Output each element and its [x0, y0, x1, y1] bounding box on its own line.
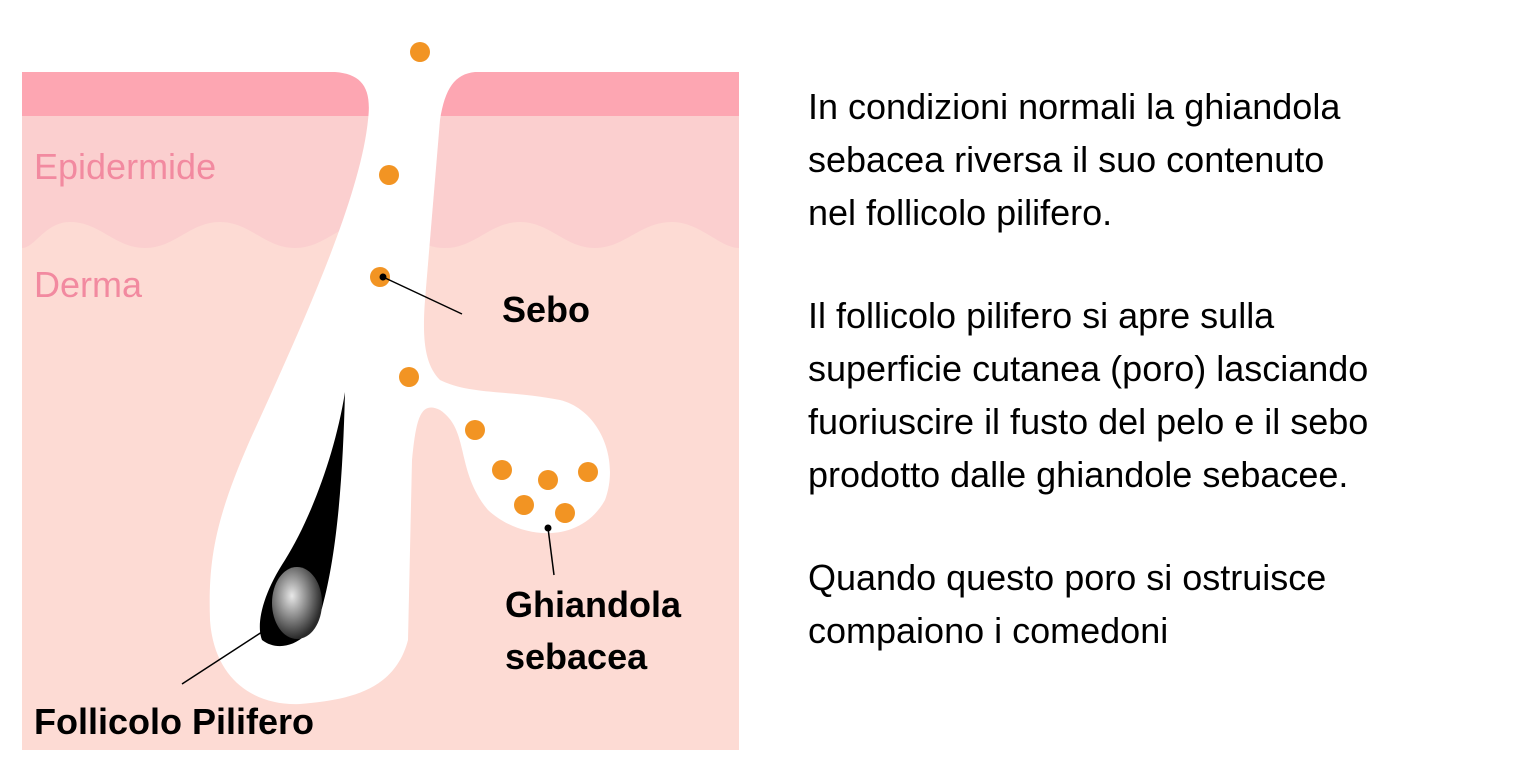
text-line: nel follicolo pilifero.	[808, 192, 1113, 233]
text-line: In condizioni normali la ghiandola	[808, 86, 1341, 127]
sebum-dot	[379, 165, 399, 185]
paragraph-comedones: Quando questo poro si ostruisce compaion…	[808, 551, 1508, 657]
text-line: compaiono i comedoni	[808, 610, 1169, 651]
sebum-dot	[538, 470, 558, 490]
skin-cross-section: Epidermide Derma Sebo Ghiandola sebacea …	[22, 42, 739, 750]
follicle-pointer-line	[181, 629, 266, 685]
hair-bulb-icon	[272, 567, 322, 639]
gland-pointer-dot	[544, 524, 552, 532]
paragraph-pore-opening: Il follicolo pilifero si apre sulla supe…	[808, 289, 1508, 501]
text-line: superficie cutanea (poro) lasciando	[808, 348, 1369, 389]
dermis-label: Derma	[34, 264, 143, 305]
follicle-label: Follicolo Pilifero	[34, 701, 314, 742]
text-line: prodotto dalle ghiandole sebacee.	[808, 454, 1349, 495]
gland-pointer-line	[547, 527, 555, 576]
epidermis-label: Epidermide	[34, 146, 216, 187]
paragraph-normal-condition: In condizioni normali la ghiandola sebac…	[808, 80, 1508, 239]
gland-label-line1: Ghiandola	[505, 584, 682, 625]
text-line: fuoriuscire il fusto del pelo e il sebo	[808, 401, 1369, 442]
gland-label-line2: sebacea	[505, 636, 648, 677]
sebum-dot	[555, 503, 575, 523]
text-line: sebacea riversa il suo contenuto	[808, 139, 1325, 180]
sebum-dot	[492, 460, 512, 480]
sebum-dot	[399, 367, 419, 387]
sebum-dot	[410, 42, 430, 62]
sebum-pointer-line	[382, 276, 463, 315]
skin-diagram: Epidermide Derma Sebo Ghiandola sebacea …	[0, 0, 760, 774]
text-line: Quando questo poro si ostruisce	[808, 557, 1327, 598]
sebum-dot	[465, 420, 485, 440]
sebum-dot	[578, 462, 598, 482]
text-line: Il follicolo pilifero si apre sulla	[808, 295, 1275, 336]
sebum-dot	[514, 495, 534, 515]
explanation-text: In condizioni normali la ghiandola sebac…	[808, 80, 1508, 657]
sebum-label: Sebo	[502, 289, 590, 330]
sebum-pointer-dot	[379, 273, 387, 281]
